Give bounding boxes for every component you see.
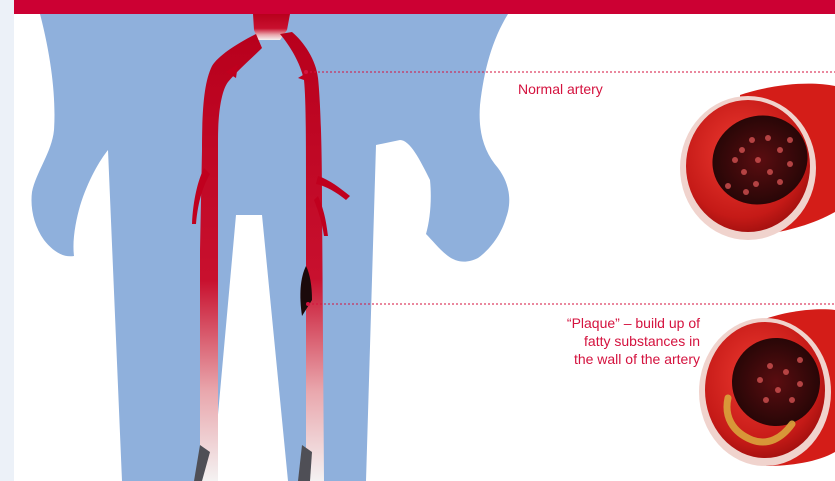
plaque-label-line-2: fatty substances in (480, 332, 700, 350)
pointer-dot-normal (304, 70, 308, 74)
plaque-label-line-1: “Plaque” – build up of (480, 314, 700, 332)
plaque-label: “Plaque” – build up of fatty substances … (480, 314, 700, 368)
body-silhouette (32, 14, 510, 481)
pointer-dot-plaque (306, 302, 310, 306)
normal-artery-section (680, 84, 835, 240)
plaque-artery-section (699, 309, 835, 466)
plaque-label-line-3: the wall of the artery (480, 350, 700, 368)
normal-artery-label: Normal artery (518, 80, 603, 98)
